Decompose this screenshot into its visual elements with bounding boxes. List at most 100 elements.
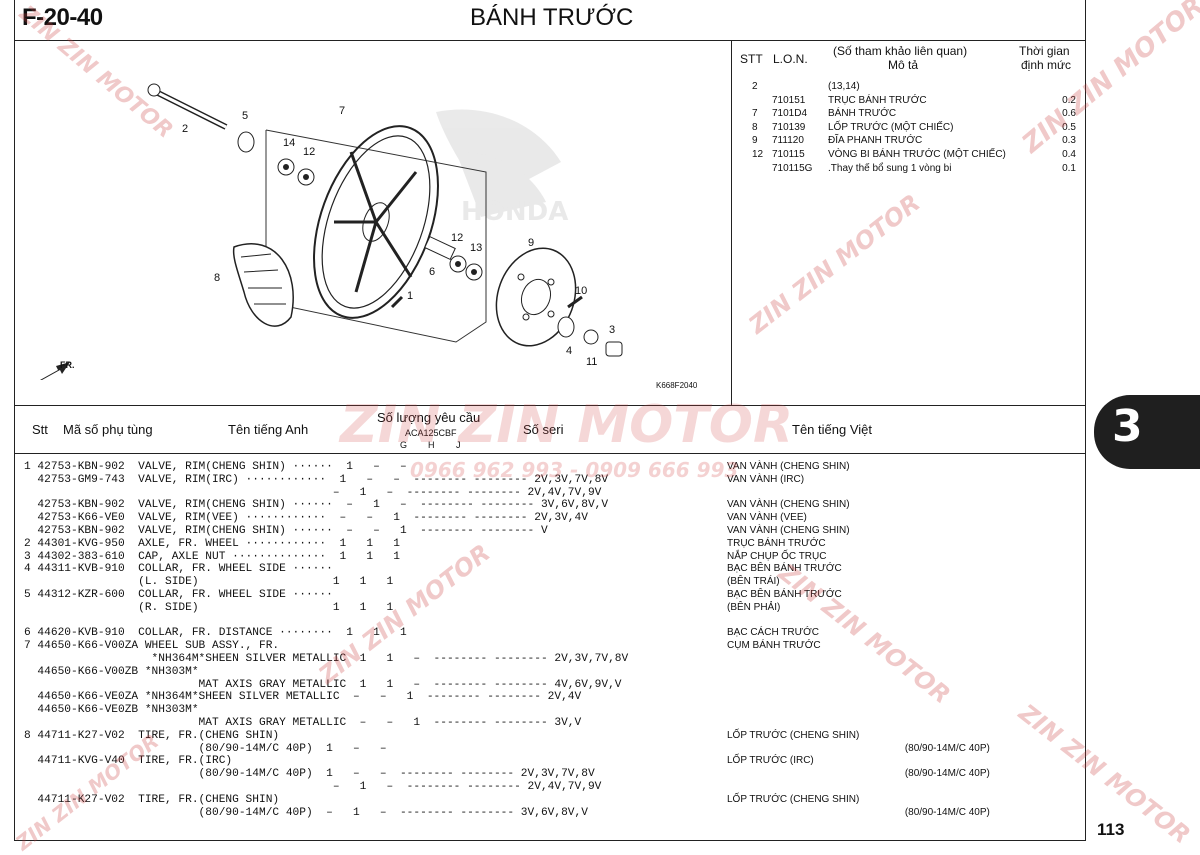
parts-line: 6 44620-KVB-910 COLLAR, FR. DISTANCE ···… — [24, 627, 407, 640]
parts-line: MAT AXIS GRAY METALLIC 1 1 – -------- --… — [24, 678, 622, 691]
col-part-no: Mã số phụ tùng — [63, 422, 153, 437]
callout-6: 6 — [429, 266, 436, 278]
parts-line: – 1 – -------- -------- 2V,4V,7V,9V — [24, 486, 602, 499]
callout-2: 2 — [182, 123, 189, 135]
parts-list: 1 42753-KBN-902 VALVE, RIM(CHENG SHIN) ·… — [24, 461, 628, 819]
parts-line: 3 44302-383-610 CAP, AXLE NUT ··········… — [24, 550, 400, 563]
parts-line — [24, 615, 628, 628]
callout-3: 3 — [609, 324, 616, 336]
viet-line: VAN VÀNH (CHENG SHIN) — [727, 461, 850, 472]
parts-line: – 1 – -------- -------- 2V,4V,7V,9V — [24, 780, 602, 793]
exploded-diagram: HONDA — [40, 83, 623, 380]
parts-line: 44711-KVG-V40 TIRE, FR.(IRC) — [24, 755, 233, 768]
ref-hdr-time2: định mức — [1021, 58, 1072, 72]
col-stt: Stt — [32, 422, 48, 437]
callout-1: 1 — [407, 290, 414, 302]
page-frame — [14, 0, 1086, 841]
honda-wing-logo: HONDA — [436, 109, 568, 227]
page-code: F-20-40 — [22, 4, 103, 31]
viet-list: VAN VÀNH (CHENG SHIN) VAN VÀNH (IRC) VAN… — [727, 461, 1077, 819]
col-serial: Số seri — [523, 422, 564, 437]
callout-13: 13 — [470, 242, 483, 254]
direction-label: FR. — [60, 360, 75, 370]
ref-divider — [731, 40, 732, 405]
callout-10: 10 — [575, 285, 588, 297]
viet-line: VAN VÀNH (CHENG SHIN) — [727, 499, 850, 511]
watermark-phone-center: 0966 962 993 - 0909 666 993 — [410, 458, 739, 482]
viet-line: (80/90-14M/C 40P) — [727, 768, 990, 780]
col-english: Tên tiếng Anh — [228, 422, 309, 437]
section-tab-number: 3 — [1112, 401, 1143, 452]
parts-line: 44650-K66-VE0ZB *NH303M* — [24, 704, 199, 717]
ref-hdr-desc1: (Số tham khảo liên quan) — [833, 44, 968, 58]
parts-line: (L. SIDE) 1 1 1 — [24, 576, 394, 589]
viet-line: NẮP CHỤP ỐC TRỤC — [727, 550, 827, 562]
callout-9: 9 — [528, 237, 535, 249]
callout-4: 4 — [566, 345, 573, 357]
section-tab: 3 — [1094, 395, 1200, 469]
table-header-divider — [14, 453, 1085, 454]
page-number: 113 — [1097, 820, 1125, 839]
parts-line: 42753-GM9-743 VALVE, RIM(IRC) ··········… — [24, 473, 609, 486]
diagram-code: K668F2040 — [656, 381, 698, 390]
ref-row: 2(13,14) — [752, 81, 860, 92]
viet-line: VAN VÀNH (CHENG SHIN) — [727, 524, 850, 536]
viet-line — [727, 615, 1077, 628]
viet-line: (80/90-14M/C 40P) — [727, 806, 990, 818]
viet-line: LỐP TRƯỚC (IRC) — [727, 755, 814, 767]
parts-line: (80/90-14M/C 40P) 1 – – — [24, 742, 387, 755]
parts-line: 1 42753-KBN-902 VALVE, RIM(CHENG SHIN) ·… — [24, 461, 407, 473]
callout-12b: 12 — [451, 232, 464, 244]
callout-11: 11 — [586, 356, 598, 368]
callout-12a: 12 — [303, 146, 316, 158]
parts-line: 2 44301-KVG-950 AXLE, FR. WHEEL ········… — [24, 537, 400, 550]
viet-line: TRỤC BÁNH TRƯỚC — [727, 537, 826, 549]
viet-line — [727, 487, 1077, 500]
parts-line: 44711-K27-V02 TIRE, FR.(CHENG SHIN) — [24, 793, 280, 806]
viet-line — [727, 781, 1077, 794]
viet-line: BẠC CÁCH TRƯỚC — [727, 627, 819, 639]
page-title: BÁNH TRƯỚC — [470, 4, 634, 31]
parts-line: 5 44312-KZR-600 COLLAR, FR. WHEEL SIDE ·… — [24, 588, 333, 601]
parts-line: 4 44311-KVB-910 COLLAR, FR. WHEEL SIDE ·… — [24, 563, 333, 576]
diagram-divider — [14, 405, 1085, 406]
parts-line: 42753-K66-VE0 VALVE, RIM(VEE) ··········… — [24, 512, 588, 525]
parts-line: 42753-KBN-902 VALVE, RIM(CHENG SHIN) ···… — [24, 524, 548, 537]
viet-line: LỐP TRƯỚC (CHENG SHIN) — [727, 793, 860, 805]
col-model: ACA125CBF — [405, 428, 457, 438]
callout-7: 7 — [339, 105, 346, 117]
col-g: G — [400, 440, 408, 450]
parts-line: 44650-K66-VE0ZA *NH364M*SHEEN SILVER MET… — [24, 691, 582, 704]
viet-line: (BÊN TRÁI) — [727, 576, 780, 588]
viet-line: (BÊN PHẢI) — [727, 601, 781, 613]
parts-line: 8 44711-K27-V02 TIRE, FR.(CHENG SHIN) — [24, 729, 280, 742]
parts-line: 44650-K66-V00ZB *NH303M* — [24, 665, 199, 678]
parts-line: (80/90-14M/C 40P) – 1 – -------- -------… — [24, 806, 588, 819]
ref-hdr-desc2: Mô tả — [888, 58, 919, 72]
col-viet: Tên tiếng Việt — [792, 422, 872, 437]
header-divider — [14, 40, 1085, 41]
viet-line — [727, 691, 1077, 704]
viet-line: VAN VÀNH (IRC) — [727, 473, 805, 485]
parts-line: 7 44650-K66-V00ZA WHEEL SUB ASSY., FR. — [24, 640, 280, 653]
ref-hdr-stt: STT — [740, 52, 763, 66]
col-h: H — [428, 440, 435, 450]
svg-text:HONDA: HONDA — [461, 197, 568, 227]
viet-line: BẠC BÊN BÁNH TRƯỚC — [727, 588, 842, 600]
parts-line: *NH364M*SHEEN SILVER METALLIC 1 1 – ----… — [24, 652, 629, 665]
parts-line: (80/90-14M/C 40P) 1 – – -------- -------… — [24, 768, 595, 781]
viet-line: VAN VÀNH (VEE) — [727, 512, 807, 524]
callout-14: 14 — [283, 137, 296, 149]
watermark-brand-center: ZIN ZIN MOTOR — [340, 395, 794, 455]
parts-line: MAT AXIS GRAY METALLIC – – 1 -------- --… — [24, 716, 582, 729]
parts-line: 42753-KBN-902 VALVE, RIM(CHENG SHIN) ···… — [24, 499, 609, 512]
viet-line: (80/90-14M/C 40P) — [727, 742, 990, 754]
viet-line: CỤM BÁNH TRƯỚC — [727, 640, 821, 652]
callout-5: 5 — [242, 110, 249, 122]
